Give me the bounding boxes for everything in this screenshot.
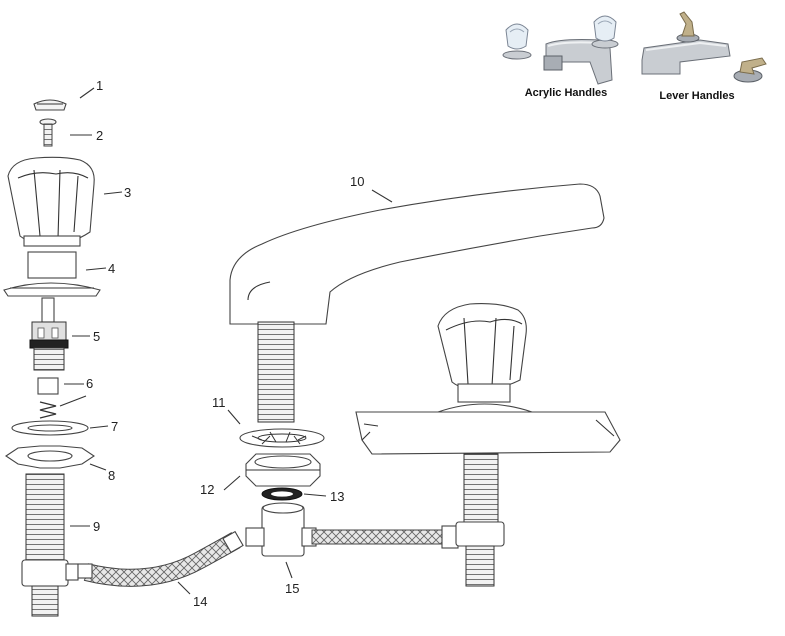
leader-lines: [59, 87, 393, 595]
lever-handles-caption: Lever Handles: [659, 90, 734, 102]
right-valve-assembly: [437, 303, 533, 419]
callout-6: 6: [86, 376, 93, 391]
lever-handles-thumbnail: Lever Handles: [641, 11, 767, 102]
part-13-o-ring: [261, 487, 303, 501]
lever-handle-left-icon: [676, 11, 700, 43]
right-valve-shank: [455, 453, 505, 587]
part-2-handle-screw: [39, 118, 57, 147]
acrylic-handle-left-icon: [502, 23, 532, 60]
callout-4: 4: [108, 261, 115, 276]
callout-9: 9: [93, 519, 100, 534]
right-braided-supply-line: [311, 525, 459, 549]
part-14-braided-supply-line: [77, 530, 244, 587]
callout-15: 15: [285, 581, 299, 596]
part-7-friction-washer: [11, 420, 89, 436]
part-4-handle-flange: [3, 251, 101, 297]
part-1-index-cap: [33, 99, 67, 111]
part-6-seat-and-spring: [37, 377, 59, 419]
countertop-deck: [355, 411, 621, 455]
part-8-mounting-nut: [5, 445, 95, 469]
callout-2: 2: [96, 128, 103, 143]
callout-8: 8: [108, 468, 115, 483]
lever-spout-icon: [641, 39, 731, 75]
callout-5: 5: [93, 329, 100, 344]
lever-handle-right-icon: [733, 57, 767, 83]
part-11-lock-washer: [239, 428, 325, 448]
part-15-tee-connector: [245, 502, 317, 557]
acrylic-handles-caption: Acrylic Handles: [525, 87, 608, 99]
acrylic-handle-right-icon: [591, 15, 619, 49]
callout-13: 13: [330, 489, 344, 504]
callout-14: 14: [193, 594, 207, 609]
callout-3: 3: [124, 185, 131, 200]
callout-11: 11: [212, 395, 226, 410]
callout-numbers: 1 2 3 4 5 6 7 8 9 10 11 12 13 14 15: [86, 78, 364, 609]
callout-12: 12: [200, 482, 214, 497]
callout-7: 7: [111, 419, 118, 434]
part-3-acrylic-handle: [7, 156, 95, 247]
part-12-spout-nut: [245, 453, 321, 487]
part-9-threaded-shank: [21, 473, 79, 617]
acrylic-handles-thumbnail: Acrylic Handles: [502, 15, 619, 99]
part-10-spout: [229, 183, 605, 423]
part-5-valve-stem: [29, 297, 69, 371]
callout-1: 1: [96, 78, 103, 93]
callout-10: 10: [350, 174, 364, 189]
